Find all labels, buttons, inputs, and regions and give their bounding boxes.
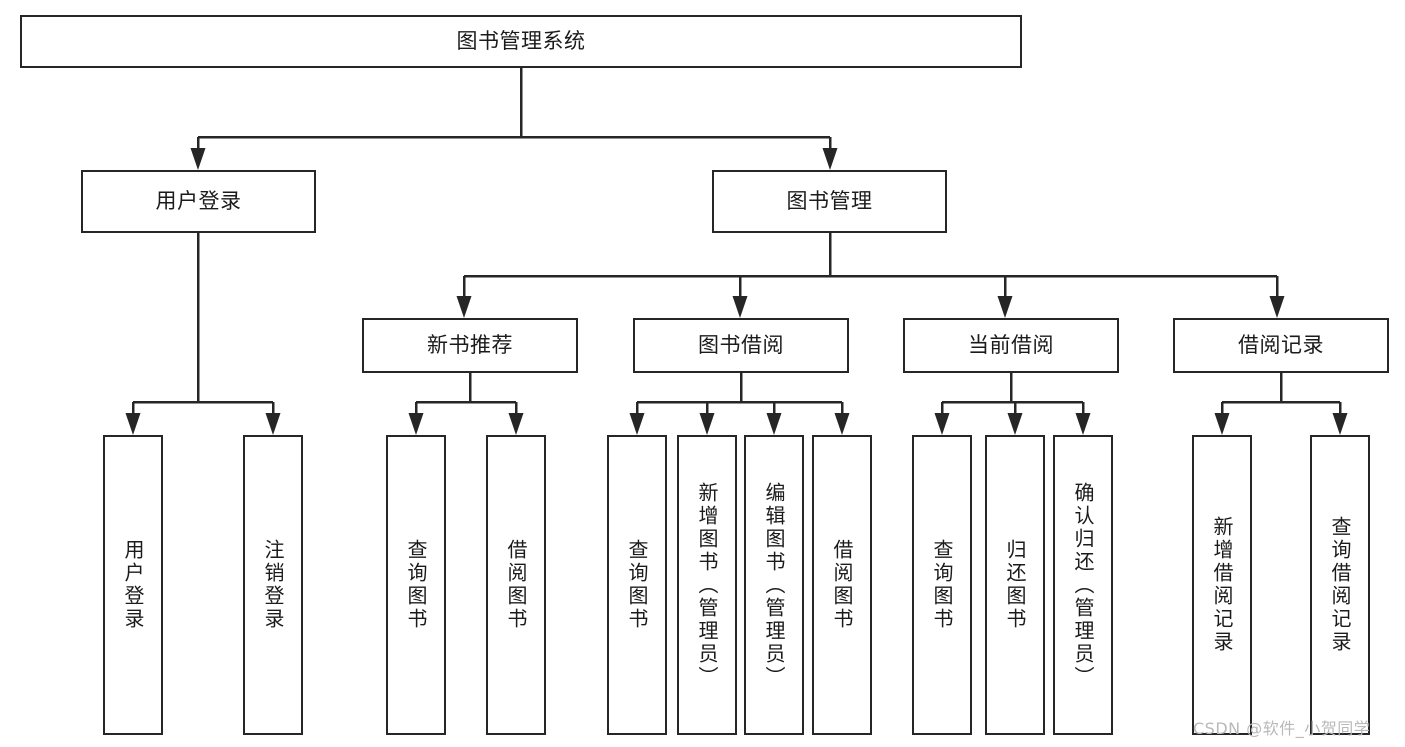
node-label: 新增借阅记录 — [1210, 516, 1234, 654]
node-label: 查询图书 — [404, 539, 428, 631]
c-borrow-to-d-head — [834, 413, 850, 435]
node-label: 查询借阅记录 — [1328, 516, 1352, 654]
node-leaf-leaf-borrow-book[interactable]: 借阅图书 — [812, 435, 872, 735]
node-level2-new-book-rec[interactable]: 新书推荐 — [362, 318, 578, 373]
c-borrow-to-c-head — [766, 413, 782, 435]
node-label: 注销登录 — [261, 539, 285, 631]
c-bm-to-record-head — [1269, 296, 1285, 318]
node-label: 借阅记录 — [1238, 332, 1324, 357]
node-label: 确认归还（管理员） — [1071, 481, 1095, 689]
c-rec-to-b-head — [508, 413, 524, 435]
watermark-text: CSDN @软件_小贺同学 — [1193, 719, 1371, 738]
node-label: 用户登录 — [121, 539, 145, 631]
node-leaf-leaf-edit-book[interactable]: 编辑图书（管理员） — [744, 435, 804, 735]
node-leaf-leaf-add-book[interactable]: 新增图书（管理员） — [677, 435, 737, 735]
c-cur-to-a-head — [934, 413, 950, 435]
node-label: 用户登录 — [155, 188, 242, 213]
c-rcd-to-b-head — [1332, 413, 1348, 435]
c-borrow-to-a-head — [629, 413, 645, 435]
node-label: 借阅图书 — [504, 539, 528, 631]
node-leaf-leaf-user-login[interactable]: 用户登录 — [103, 435, 163, 735]
c-borrow-to-b-head — [699, 413, 715, 435]
node-leaf-leaf-query-book-borrow[interactable]: 查询图书 — [607, 435, 667, 735]
node-leaf-leaf-query-book-rec[interactable]: 查询图书 — [386, 435, 446, 735]
node-leaf-leaf-query-book-current[interactable]: 查询图书 — [912, 435, 972, 735]
node-label: 新增图书（管理员） — [695, 481, 719, 689]
node-leaf-leaf-add-record[interactable]: 新增借阅记录 — [1192, 435, 1252, 735]
node-level2-current-borrow[interactable]: 当前借阅 — [903, 318, 1119, 373]
node-label: 编辑图书（管理员） — [762, 481, 786, 689]
c-bm-to-current-head — [997, 296, 1013, 318]
c-ul-to-a-head — [125, 413, 141, 435]
c-root-to-user-login-head — [190, 148, 206, 170]
c-bm-to-rec-head — [456, 296, 472, 318]
node-label: 当前借阅 — [968, 332, 1054, 357]
c-bm-to-borrow-head — [732, 296, 748, 318]
c-root-to-book-manage-head — [822, 148, 838, 170]
node-label: 查询图书 — [625, 539, 649, 631]
node-label: 查询图书 — [930, 539, 954, 631]
node-level2-book-borrow[interactable]: 图书借阅 — [633, 318, 849, 373]
c-rec-to-a-head — [408, 413, 424, 435]
c-rcd-to-a-head — [1214, 413, 1230, 435]
node-level1-book-manage[interactable]: 图书管理 — [712, 170, 947, 233]
node-leaf-leaf-return-book[interactable]: 归还图书 — [985, 435, 1045, 735]
node-label: 新书推荐 — [427, 332, 513, 357]
c-cur-to-c-head — [1075, 413, 1091, 435]
node-level2-borrow-record[interactable]: 借阅记录 — [1173, 318, 1389, 373]
c-ul-to-b-head — [265, 413, 281, 435]
node-leaf-leaf-borrow-book-rec[interactable]: 借阅图书 — [486, 435, 546, 735]
node-leaf-leaf-confirm-return[interactable]: 确认归还（管理员） — [1053, 435, 1113, 735]
node-leaf-leaf-query-record[interactable]: 查询借阅记录 — [1310, 435, 1370, 735]
c-cur-to-b-head — [1007, 413, 1023, 435]
node-label: 借阅图书 — [830, 539, 854, 631]
node-root-root[interactable]: 图书管理系统 — [20, 15, 1022, 68]
node-leaf-leaf-user-logout[interactable]: 注销登录 — [243, 435, 303, 735]
node-label: 图书管理 — [786, 188, 873, 213]
node-level1-user-login[interactable]: 用户登录 — [81, 170, 316, 233]
node-label: 归还图书 — [1003, 539, 1027, 631]
node-label: 图书借阅 — [698, 332, 784, 357]
node-label: 图书管理系统 — [456, 28, 586, 53]
